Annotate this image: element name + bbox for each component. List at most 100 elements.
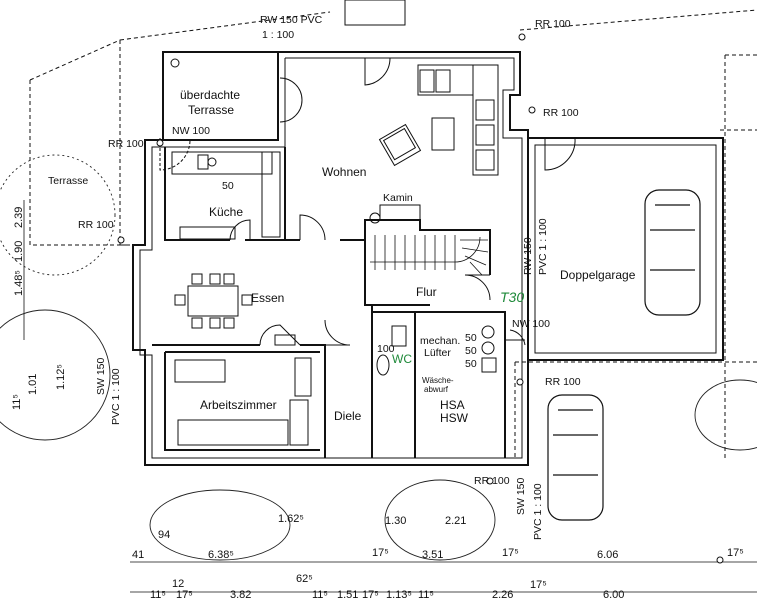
anno-kitchen-50: 50 bbox=[222, 180, 234, 192]
tree-top-left bbox=[0, 154, 116, 276]
label-terrasse-covered-2: Terrasse bbox=[188, 103, 235, 117]
dim-r1-130: 1.30 bbox=[385, 515, 407, 527]
dim-r1-638: 6.38⁵ bbox=[208, 549, 234, 561]
dim-r2-113: 1.13⁵ bbox=[386, 589, 412, 601]
label-hsw: HSW bbox=[440, 411, 468, 425]
pipe-pvc-left: PVC 1 : 100 bbox=[110, 368, 122, 425]
dim-left-1-48: 1.48⁵ bbox=[13, 270, 25, 296]
pipe-rr-top-right: RR 100 bbox=[535, 18, 571, 30]
office-desk bbox=[174, 357, 312, 446]
dim-r2-11b: 11⁵ bbox=[312, 589, 328, 601]
office-wall bbox=[164, 352, 320, 451]
label-diele: Diele bbox=[334, 409, 362, 423]
living-dining-wall bbox=[285, 219, 491, 275]
utility-fixtures bbox=[481, 325, 497, 373]
kitchen-door-swing bbox=[229, 219, 251, 241]
dim-r1-162: 1.62⁵ bbox=[278, 513, 304, 525]
wc-wall bbox=[371, 305, 416, 458]
label-kueche: Küche bbox=[209, 205, 244, 219]
dim-r2-17b: 17⁵ bbox=[362, 589, 379, 601]
pipe-scale-top: 1 : 100 bbox=[262, 29, 295, 41]
tree-bottom-center bbox=[384, 479, 496, 561]
anno-50-b: 50 bbox=[465, 345, 477, 357]
dim-r1-41: 41 bbox=[132, 549, 145, 561]
utility-wall bbox=[415, 311, 506, 458]
tree-bottom-left bbox=[149, 489, 291, 561]
dim-r2-17a: 17⁵ bbox=[176, 589, 193, 601]
car-garage bbox=[644, 189, 701, 316]
dim-left-2-39: 2.39 bbox=[13, 206, 25, 228]
dim-r2-62: 62⁵ bbox=[296, 573, 313, 585]
dim-r2-151: 1.51 bbox=[337, 589, 359, 601]
wc-fixtures bbox=[376, 325, 407, 376]
pipe-rr-bottom-center: RR 100 bbox=[474, 475, 510, 487]
tree-right bbox=[694, 379, 757, 451]
dim-r1-94: 94 bbox=[158, 529, 171, 541]
staircase bbox=[370, 235, 489, 276]
dim-r1-17b: 17⁵ bbox=[502, 547, 519, 559]
fireplace bbox=[379, 204, 421, 221]
pipe-rw-top: RW 150 PVC bbox=[260, 14, 323, 26]
dining-table bbox=[174, 273, 253, 329]
dim-r1-17a: 17⁵ bbox=[372, 547, 389, 559]
label-wohnen: Wohnen bbox=[322, 165, 367, 179]
anno-wc-100: 100 bbox=[377, 343, 395, 355]
pipe-rw-garage: RW 150 bbox=[522, 237, 534, 275]
dim-r2-17c: 17⁵ bbox=[530, 579, 547, 591]
diele-door-swing bbox=[324, 319, 351, 346]
chimney-box bbox=[344, 0, 406, 26]
label-wc: WC bbox=[392, 352, 412, 366]
pipe-pvc-bottom-right: PVC 1 : 100 bbox=[532, 483, 544, 540]
dim-r2-226: 2.26 bbox=[492, 589, 514, 601]
label-mech-luefter-1: mechan. bbox=[420, 335, 461, 347]
anno-50-c: 50 bbox=[465, 358, 477, 370]
dim-left-11: 11⁵ bbox=[11, 394, 23, 410]
dim-r1-351: 3.51 bbox=[422, 549, 444, 561]
dim-left-1-12: 1.12⁵ bbox=[55, 364, 67, 390]
label-flur: Flur bbox=[416, 285, 437, 299]
roof-outline bbox=[119, 9, 757, 460]
anno-t30: T30 bbox=[500, 289, 525, 305]
label-terrasse-covered-1: überdachte bbox=[180, 88, 241, 102]
label-mech-luefter-2: Lüfter bbox=[424, 347, 451, 359]
garage-door-swing bbox=[544, 137, 576, 171]
sofa bbox=[417, 64, 499, 176]
dim-r1-606: 6.06 bbox=[597, 549, 619, 561]
pipe-sw-left: SW 150 bbox=[95, 357, 107, 395]
pipe-sw-bottom-right: SW 150 bbox=[515, 477, 527, 515]
dim-r1-17c: 17⁵ bbox=[727, 547, 744, 559]
pipe-nw-kitchen: NW 100 bbox=[172, 125, 210, 137]
dim-r2-382: 3.82 bbox=[230, 589, 252, 601]
wardrobe-diele bbox=[274, 334, 296, 346]
label-doppelgarage: Doppelgarage bbox=[560, 268, 636, 282]
stair-wall bbox=[364, 230, 430, 306]
house-inner-wall bbox=[139, 57, 523, 459]
utility-door-swing bbox=[505, 329, 526, 346]
label-terrasse-garden: Terrasse bbox=[48, 175, 89, 187]
dim-r2-11a: 11⁵ bbox=[150, 589, 166, 601]
label-waesche-2: abwurf bbox=[424, 385, 449, 394]
coffee-table bbox=[431, 117, 455, 151]
car-carport bbox=[547, 394, 604, 521]
label-waesche-1: Wäsche- bbox=[422, 376, 454, 385]
tree-left bbox=[0, 309, 111, 441]
garage-wall-inner bbox=[534, 144, 717, 354]
label-essen: Essen bbox=[251, 291, 285, 305]
office-door-swing bbox=[259, 324, 301, 346]
pipe-rr-left: RR 100 bbox=[108, 138, 144, 150]
dim-r2-11c: 11⁵ bbox=[418, 589, 434, 601]
living-door-swing bbox=[364, 57, 391, 86]
label-arbeitszimmer: Arbeitszimmer bbox=[200, 398, 277, 412]
label-kamin: Kamin bbox=[383, 192, 413, 204]
dim-left-1-90: 1.90 bbox=[13, 240, 25, 262]
kitchen-counter bbox=[171, 151, 281, 240]
pipe-rr-roof-right: RR 100 bbox=[543, 107, 579, 119]
dim-r2-12: 12 bbox=[172, 578, 185, 590]
dim-r1-221: 2.21 bbox=[445, 515, 467, 527]
armchair bbox=[378, 123, 422, 167]
anno-50-a: 50 bbox=[465, 332, 477, 344]
terrace-outline bbox=[29, 39, 130, 246]
dim-r2-600: 6.00 bbox=[603, 589, 625, 601]
kitchen-wall bbox=[164, 147, 286, 241]
pipe-nw-right: NW 100 bbox=[512, 318, 550, 330]
